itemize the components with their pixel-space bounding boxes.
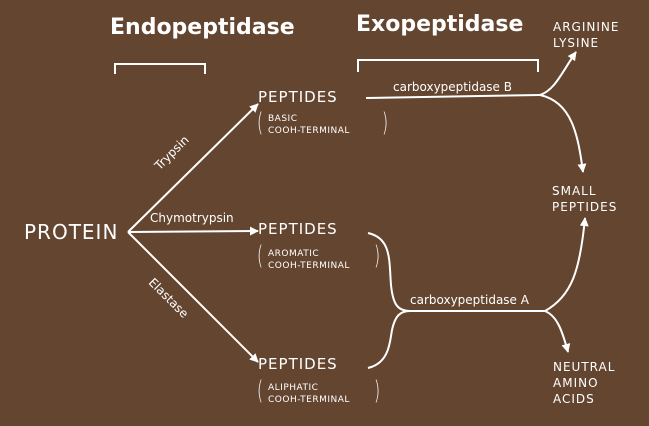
paren-left-aromatic: ( — [257, 241, 264, 271]
endopeptidase-header: Endopeptidase — [110, 15, 295, 40]
exopeptidase-header: Exopeptidase — [356, 12, 524, 37]
protein-label: PROTEIN — [24, 220, 119, 244]
aromatic-to-a-curve — [367, 232, 411, 312]
paren-right-aliphatic: ) — [374, 376, 381, 406]
carboxypeptidase-b-line — [365, 94, 541, 99]
endopeptidase-bracket — [114, 63, 206, 74]
peptides-basic-label: PEPTIDES — [258, 88, 338, 106]
peptides-aromatic-terminal: COOH-TERMINAL — [268, 261, 350, 271]
product-small: SMALL — [552, 184, 597, 198]
a-to-small-peptides-arrow — [544, 217, 589, 312]
paren-right-basic: ) — [382, 108, 389, 138]
aliphatic-to-a-curve — [367, 310, 411, 369]
paren-left-aliphatic: ( — [257, 376, 264, 406]
product-peptides: PEPTIDES — [552, 200, 618, 214]
chymotrypsin-label: Chymotrypsin — [150, 211, 234, 225]
b-to-small-peptides-arrow — [539, 94, 587, 173]
carboxypeptidase-a-label: carboxypeptidase A — [410, 293, 529, 307]
exopeptidase-bracket — [357, 59, 539, 72]
paren-right-aromatic: ) — [374, 241, 381, 271]
peptides-aromatic-type: AROMATIC — [268, 249, 320, 259]
product-lysine: LYSINE — [553, 36, 600, 50]
neutral-amino-acids-arrow — [544, 310, 571, 353]
peptides-aromatic-label: PEPTIDES — [258, 220, 338, 238]
product-acids: ACIDS — [553, 392, 595, 406]
product-arginine: ARGININE — [553, 20, 620, 34]
peptides-basic-type: BASIC — [268, 114, 298, 124]
peptides-aliphatic-terminal: COOH-TERMINAL — [268, 395, 350, 405]
peptides-aliphatic-type: ALIPHATIC — [268, 383, 319, 393]
paren-left-basic: ( — [257, 108, 264, 138]
peptides-basic-terminal: COOH-TERMINAL — [268, 126, 350, 136]
carboxypeptidase-b-label: carboxypeptidase B — [393, 80, 512, 94]
product-amino: AMINO — [553, 376, 599, 390]
peptides-aliphatic-label: PEPTIDES — [258, 355, 338, 373]
elastase-arrow — [127, 231, 259, 363]
trypsin-arrow — [127, 103, 259, 233]
chymotrypsin-arrow — [127, 226, 259, 236]
arginine-lysine-arrow — [539, 51, 577, 96]
product-neutral: NEUTRAL — [553, 360, 616, 374]
